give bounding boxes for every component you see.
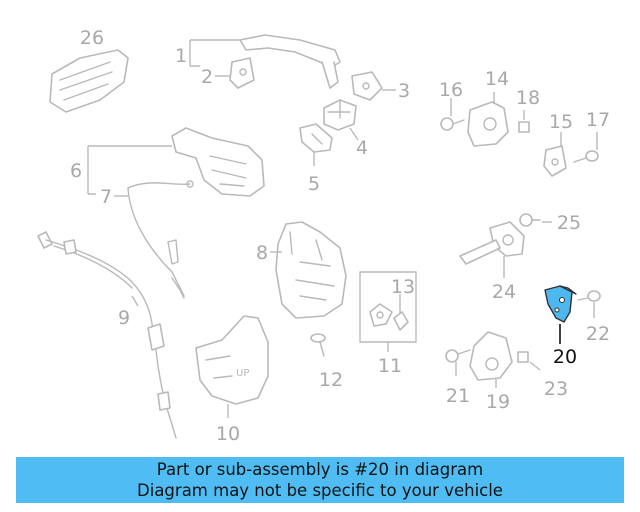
callout-11: 11	[378, 355, 402, 377]
callout-25: 25	[557, 212, 581, 234]
parts-diagram: 26 1 2 3 4 5 6	[37, 27, 610, 445]
part-8-drawing[interactable]	[275, 221, 347, 319]
callout-10: 10	[216, 423, 240, 445]
callout-16: 16	[439, 79, 463, 101]
callout-15: 15	[549, 111, 573, 133]
part-17-drawing[interactable]	[573, 150, 599, 163]
info-banner-line-1: Part or sub-assembly is #20 in diagram	[156, 460, 484, 479]
callout-20: 20	[553, 346, 577, 368]
up-marking: UP	[236, 368, 249, 379]
part-24-drawing[interactable]	[459, 221, 525, 265]
info-banner-line-2: Diagram may not be specific to your vehi…	[137, 481, 503, 500]
callout-23: 23	[544, 378, 568, 400]
callout-4: 4	[356, 137, 368, 159]
part-4-drawing[interactable]	[323, 99, 357, 131]
part-15-drawing[interactable]	[543, 145, 567, 177]
callout-21: 21	[446, 385, 470, 407]
callout-19: 19	[486, 391, 510, 413]
part-19-drawing[interactable]	[469, 331, 513, 381]
callout-6: 6	[70, 160, 82, 182]
callout-24: 24	[492, 281, 516, 303]
callout-14: 14	[485, 68, 509, 90]
callout-12: 12	[319, 369, 343, 391]
part-12-drawing[interactable]	[310, 333, 326, 357]
callout-22: 22	[586, 323, 610, 345]
callout-18: 18	[516, 87, 540, 109]
callout-13: 13	[391, 276, 415, 298]
callout-1: 1	[175, 45, 187, 67]
part-3-drawing[interactable]	[351, 71, 383, 101]
part-10-drawing[interactable]: UP	[195, 315, 269, 405]
info-banner: Part or sub-assembly is #20 in diagram D…	[16, 457, 624, 503]
part-14-drawing[interactable]	[467, 101, 509, 147]
part-20-drawing[interactable]	[544, 285, 577, 323]
part-26-drawing[interactable]	[49, 49, 129, 113]
part-22-drawing[interactable]	[577, 290, 601, 302]
callout-17: 17	[586, 109, 610, 131]
part-7-drawing[interactable]	[127, 180, 194, 299]
part-21-drawing[interactable]	[445, 349, 471, 363]
part-23-drawing[interactable]	[517, 351, 529, 363]
callout-7: 7	[100, 186, 112, 208]
callout-9: 9	[118, 307, 130, 329]
callout-3: 3	[398, 80, 410, 102]
callout-5: 5	[308, 173, 320, 195]
part-5-drawing[interactable]	[299, 123, 333, 153]
part-16-drawing[interactable]	[440, 117, 465, 131]
part-9-drawing[interactable]	[37, 231, 177, 439]
callout-26: 26	[80, 27, 104, 49]
part-2-drawing[interactable]	[229, 57, 255, 89]
callout-8: 8	[256, 242, 268, 264]
callout-2: 2	[201, 66, 213, 88]
part-18-drawing[interactable]	[518, 121, 530, 133]
part-25-drawing[interactable]	[519, 213, 541, 227]
part-1-drawing[interactable]	[239, 34, 341, 89]
part-6-drawing[interactable]	[171, 127, 265, 197]
